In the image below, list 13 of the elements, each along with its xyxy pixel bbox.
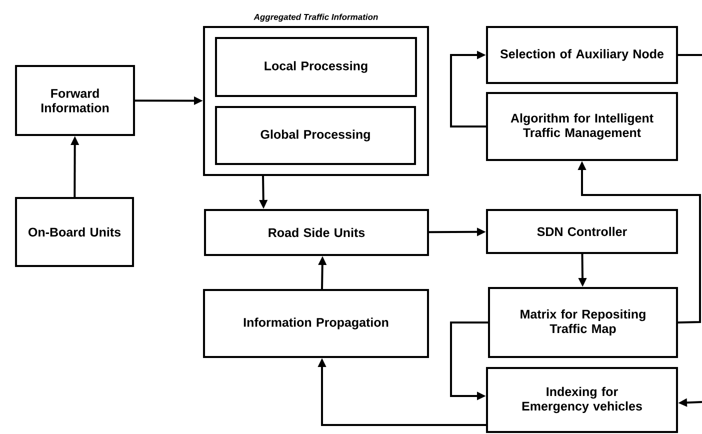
process-box: Road Side Units <box>204 209 429 256</box>
process-box: On-Board Units <box>15 197 134 267</box>
process-box: Algorithm for Intelligent Traffic Management <box>486 92 678 161</box>
process-box: Matrix for Repositing Traffic Map <box>488 287 678 358</box>
process-box: Indexing for Emergency vehicles <box>486 367 678 433</box>
process-box: Local Processing <box>215 37 417 97</box>
node-label: Aggregated Traffic Information <box>254 14 378 22</box>
arrow <box>450 50 486 128</box>
process-box: Information Propagation <box>203 289 429 358</box>
process-box: Selection of Auxiliary Node <box>486 26 678 84</box>
process-box: Global Processing <box>215 106 416 165</box>
process-box: SDN Controller <box>486 209 678 254</box>
process-box: Forward Information <box>15 65 135 136</box>
